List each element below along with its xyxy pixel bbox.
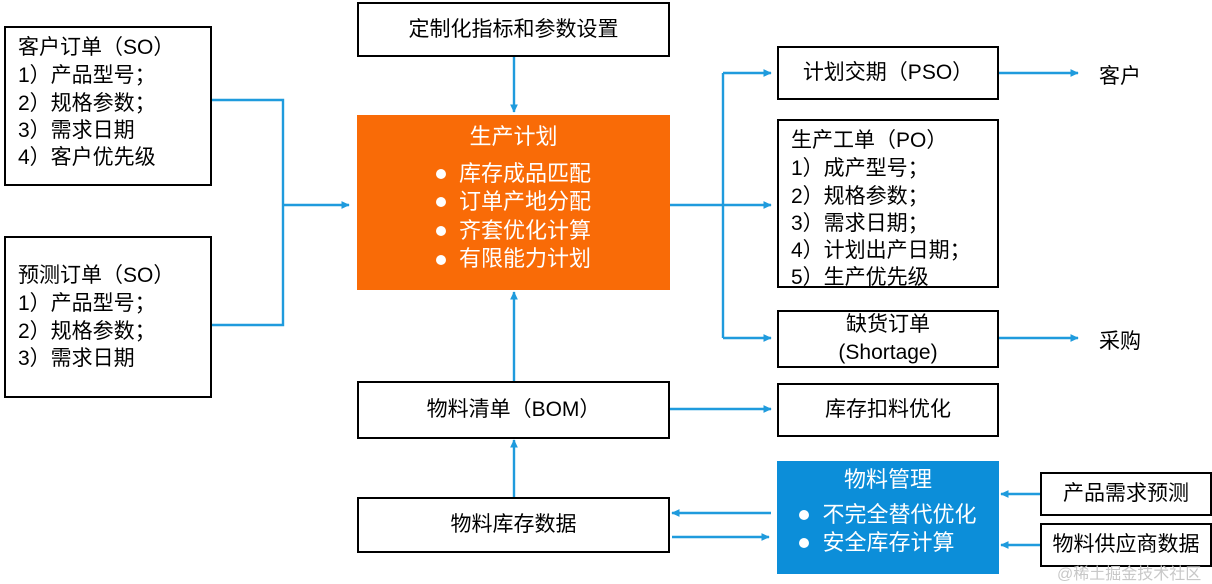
production-order-item: 3）需求日期； (791, 211, 929, 235)
inventory-deduction-title: 库存扣料优化 (825, 398, 951, 422)
material-inventory-data-title: 物料库存数据 (450, 513, 577, 537)
customer-order-item: 3）需求日期 (18, 118, 135, 142)
bullet-label: 有限能力计划 (458, 246, 591, 272)
shortage-order-title-line2: (Shortage) (838, 341, 938, 364)
bullet-label: 不完全替代优化 (822, 501, 977, 527)
bom-title: 物料清单（BOM） (426, 398, 601, 422)
node-production-order[interactable]: 生产工单（PO） 1）成产型号； 2）规格参数； 3）需求日期； 4）计划出产日… (777, 119, 999, 290)
supplier-data-title: 物料供应商数据 (1052, 533, 1200, 557)
bullet-dot-icon (799, 509, 810, 520)
label-purchasing: 采购 (1099, 330, 1141, 353)
list-item: 安全库存计算 (799, 529, 976, 558)
node-production-plan[interactable]: 生产计划 库存成品匹配 订单产地分配 齐套优化计算 有限能力计划 (357, 115, 670, 290)
node-inventory-deduction[interactable]: 库存扣料优化 (777, 383, 999, 437)
material-management-bullets: 不完全替代优化 安全库存计算 (799, 501, 977, 558)
material-management-title: 物料管理 (843, 467, 932, 492)
node-demand-forecast[interactable]: 产品需求预测 (1040, 472, 1212, 516)
bullet-label: 订单产地分配 (458, 189, 591, 215)
production-plan-bullets: 库存成品匹配 订单产地分配 齐套优化计算 有限能力计划 (435, 160, 591, 274)
bullet-dot-icon (435, 254, 446, 265)
production-order-item: 1）成产型号； (791, 157, 929, 181)
edge-customer-order-to-plan (212, 98, 285, 205)
watermark: @稀土掘金技术社区 (1057, 566, 1202, 583)
shortage-order-title-line1: 缺货订单 (846, 313, 930, 337)
planned-delivery-title: 计划交期（PSO） (802, 61, 974, 85)
node-material-inventory-data[interactable]: 物料库存数据 (357, 497, 670, 553)
bullet-dot-icon (435, 225, 446, 236)
node-supplier-data[interactable]: 物料供应商数据 (1040, 523, 1212, 567)
bullet-label: 安全库存计算 (822, 530, 955, 556)
list-item: 齐套优化计算 (435, 217, 591, 246)
edge-forecast-order-to-plan (212, 205, 285, 327)
demand-forecast-title: 产品需求预测 (1063, 482, 1189, 506)
forecast-order-item: 1）产品型号； (18, 292, 156, 316)
production-order-item: 5）生产优先级 (791, 266, 929, 290)
customer-order-item: 1）产品型号； (18, 64, 156, 88)
forecast-order-title: 预测订单（SO） (18, 263, 175, 287)
list-item: 库存成品匹配 (435, 160, 591, 189)
custom-params-title: 定制化指标和参数设置 (408, 17, 619, 41)
bullet-label: 库存成品匹配 (458, 160, 591, 186)
list-item: 订单产地分配 (435, 188, 591, 217)
customer-order-title: 客户订单（SO） (18, 36, 175, 59)
production-order-item: 2）规格参数； (791, 184, 929, 208)
customer-order-item: 2）规格参数； (18, 91, 156, 115)
label-customer: 客户 (1099, 65, 1141, 88)
customer-order-item: 4）客户优先级 (18, 146, 156, 170)
node-shortage-order[interactable]: 缺货订单 (Shortage) (777, 310, 999, 368)
production-plan-title: 生产计划 (469, 124, 558, 149)
node-material-management[interactable]: 物料管理 不完全替代优化 安全库存计算 (777, 461, 999, 574)
production-order-item: 4）计划出产日期； (791, 239, 971, 263)
node-customer-order[interactable]: 客户订单（SO） 1）产品型号； 2）规格参数； 3）需求日期 4）客户优先级 (4, 26, 212, 186)
forecast-order-item: 3）需求日期 (18, 346, 135, 370)
list-item: 不完全替代优化 (799, 501, 977, 530)
bullet-dot-icon (435, 197, 446, 208)
production-order-title: 生产工单（PO） (791, 129, 948, 152)
list-item: 有限能力计划 (435, 245, 591, 274)
bullet-label: 齐套优化计算 (458, 217, 591, 243)
bullet-dot-icon (799, 538, 810, 549)
forecast-order-item: 2）规格参数； (18, 319, 156, 343)
bullet-dot-icon (435, 168, 446, 179)
node-forecast-order[interactable]: 预测订单（SO） 1）产品型号； 2）规格参数； 3）需求日期 (4, 236, 212, 398)
node-planned-delivery[interactable]: 计划交期（PSO） (777, 46, 999, 100)
node-custom-params[interactable]: 定制化指标和参数设置 (357, 2, 670, 57)
node-bom[interactable]: 物料清单（BOM） (357, 381, 670, 439)
